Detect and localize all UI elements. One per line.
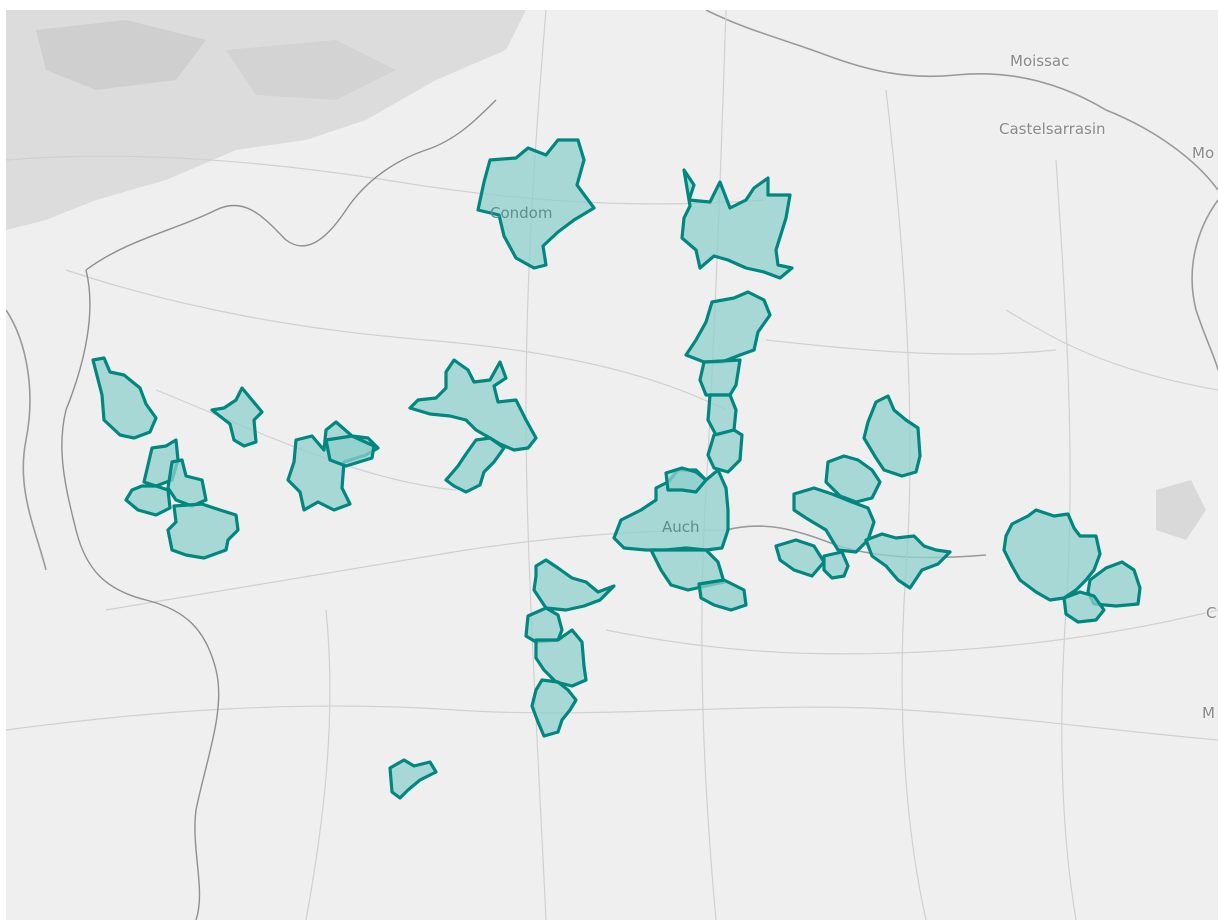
- zone-far-east-3[interactable]: [1062, 590, 1106, 624]
- zone-south-1[interactable]: [532, 558, 616, 612]
- zone-south-2[interactable]: [524, 606, 564, 644]
- forest-area: [6, 10, 1206, 540]
- place-label-edge-right-mid: C: [1206, 604, 1217, 622]
- zone-east-1[interactable]: [824, 454, 882, 504]
- zone-north-east[interactable]: [680, 168, 794, 280]
- zone-west-5[interactable]: [166, 458, 208, 508]
- zone-east-5[interactable]: [864, 532, 952, 590]
- zone-centre-1[interactable]: [408, 358, 538, 452]
- zone-chain-4[interactable]: [706, 428, 744, 474]
- zone-south-4[interactable]: [530, 678, 578, 738]
- place-label-condom: Condom: [490, 204, 553, 222]
- place-label-auch: Auch: [662, 518, 700, 536]
- department-boundary: [61, 99, 497, 920]
- place-label-edge-right-low: M: [1202, 704, 1215, 722]
- zone-east-3[interactable]: [774, 538, 826, 578]
- map-canvas[interactable]: [6, 10, 1218, 920]
- zone-auch-north[interactable]: [664, 466, 708, 494]
- zone-centre-west-2[interactable]: [324, 434, 376, 468]
- place-label-edge-top-right: Mo: [1192, 144, 1215, 162]
- zone-west-6[interactable]: [166, 502, 240, 560]
- highlighted-zones[interactable]: [91, 138, 1142, 800]
- zone-south-3[interactable]: [534, 628, 588, 688]
- map-view[interactable]: Moissac Castelsarrasin Mo Condom Auch C …: [6, 10, 1218, 920]
- zone-far-east-1[interactable]: [1002, 508, 1102, 602]
- zone-east-4[interactable]: [822, 550, 850, 580]
- zone-condom[interactable]: [476, 138, 596, 270]
- zone-south-far[interactable]: [388, 758, 438, 800]
- zone-auch-south-east[interactable]: [697, 578, 748, 612]
- place-label-moissac: Moissac: [1010, 52, 1070, 70]
- zone-east-north[interactable]: [862, 394, 922, 478]
- zone-centre-2[interactable]: [444, 436, 506, 494]
- place-label-castelsarrasin: Castelsarrasin: [999, 120, 1106, 138]
- zone-west-2[interactable]: [210, 386, 264, 448]
- zone-chain-1[interactable]: [684, 290, 772, 364]
- zone-west-4[interactable]: [124, 484, 172, 517]
- zone-west-1[interactable]: [91, 356, 158, 440]
- zone-chain-2[interactable]: [698, 358, 742, 397]
